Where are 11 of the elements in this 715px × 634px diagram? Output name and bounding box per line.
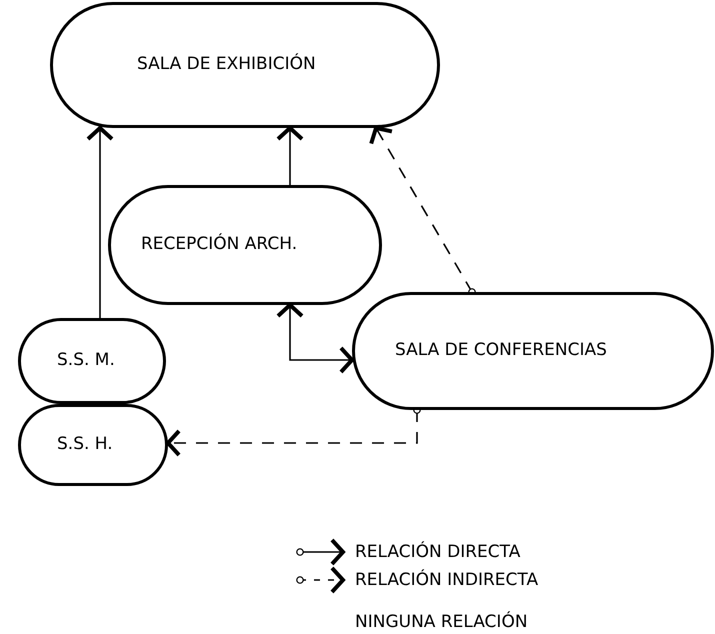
arrow xyxy=(276,303,354,374)
arrow xyxy=(86,126,114,318)
legend-label: RELACIÓN INDIRECTA xyxy=(355,568,538,592)
room-label: RECEPCIÓN ARCH. xyxy=(141,232,298,256)
room-label: SALA DE EXHIBICIÓN xyxy=(137,52,316,76)
room-label: S.S. M. xyxy=(57,349,115,372)
legend-label: NINGUNA RELACIÓN xyxy=(355,610,528,634)
room-label: SALA DE CONFERENCIAS xyxy=(395,339,607,362)
legend-label: RELACIÓN DIRECTA xyxy=(355,540,520,564)
room-label: S.S. H. xyxy=(57,433,113,456)
arrow xyxy=(276,126,304,185)
